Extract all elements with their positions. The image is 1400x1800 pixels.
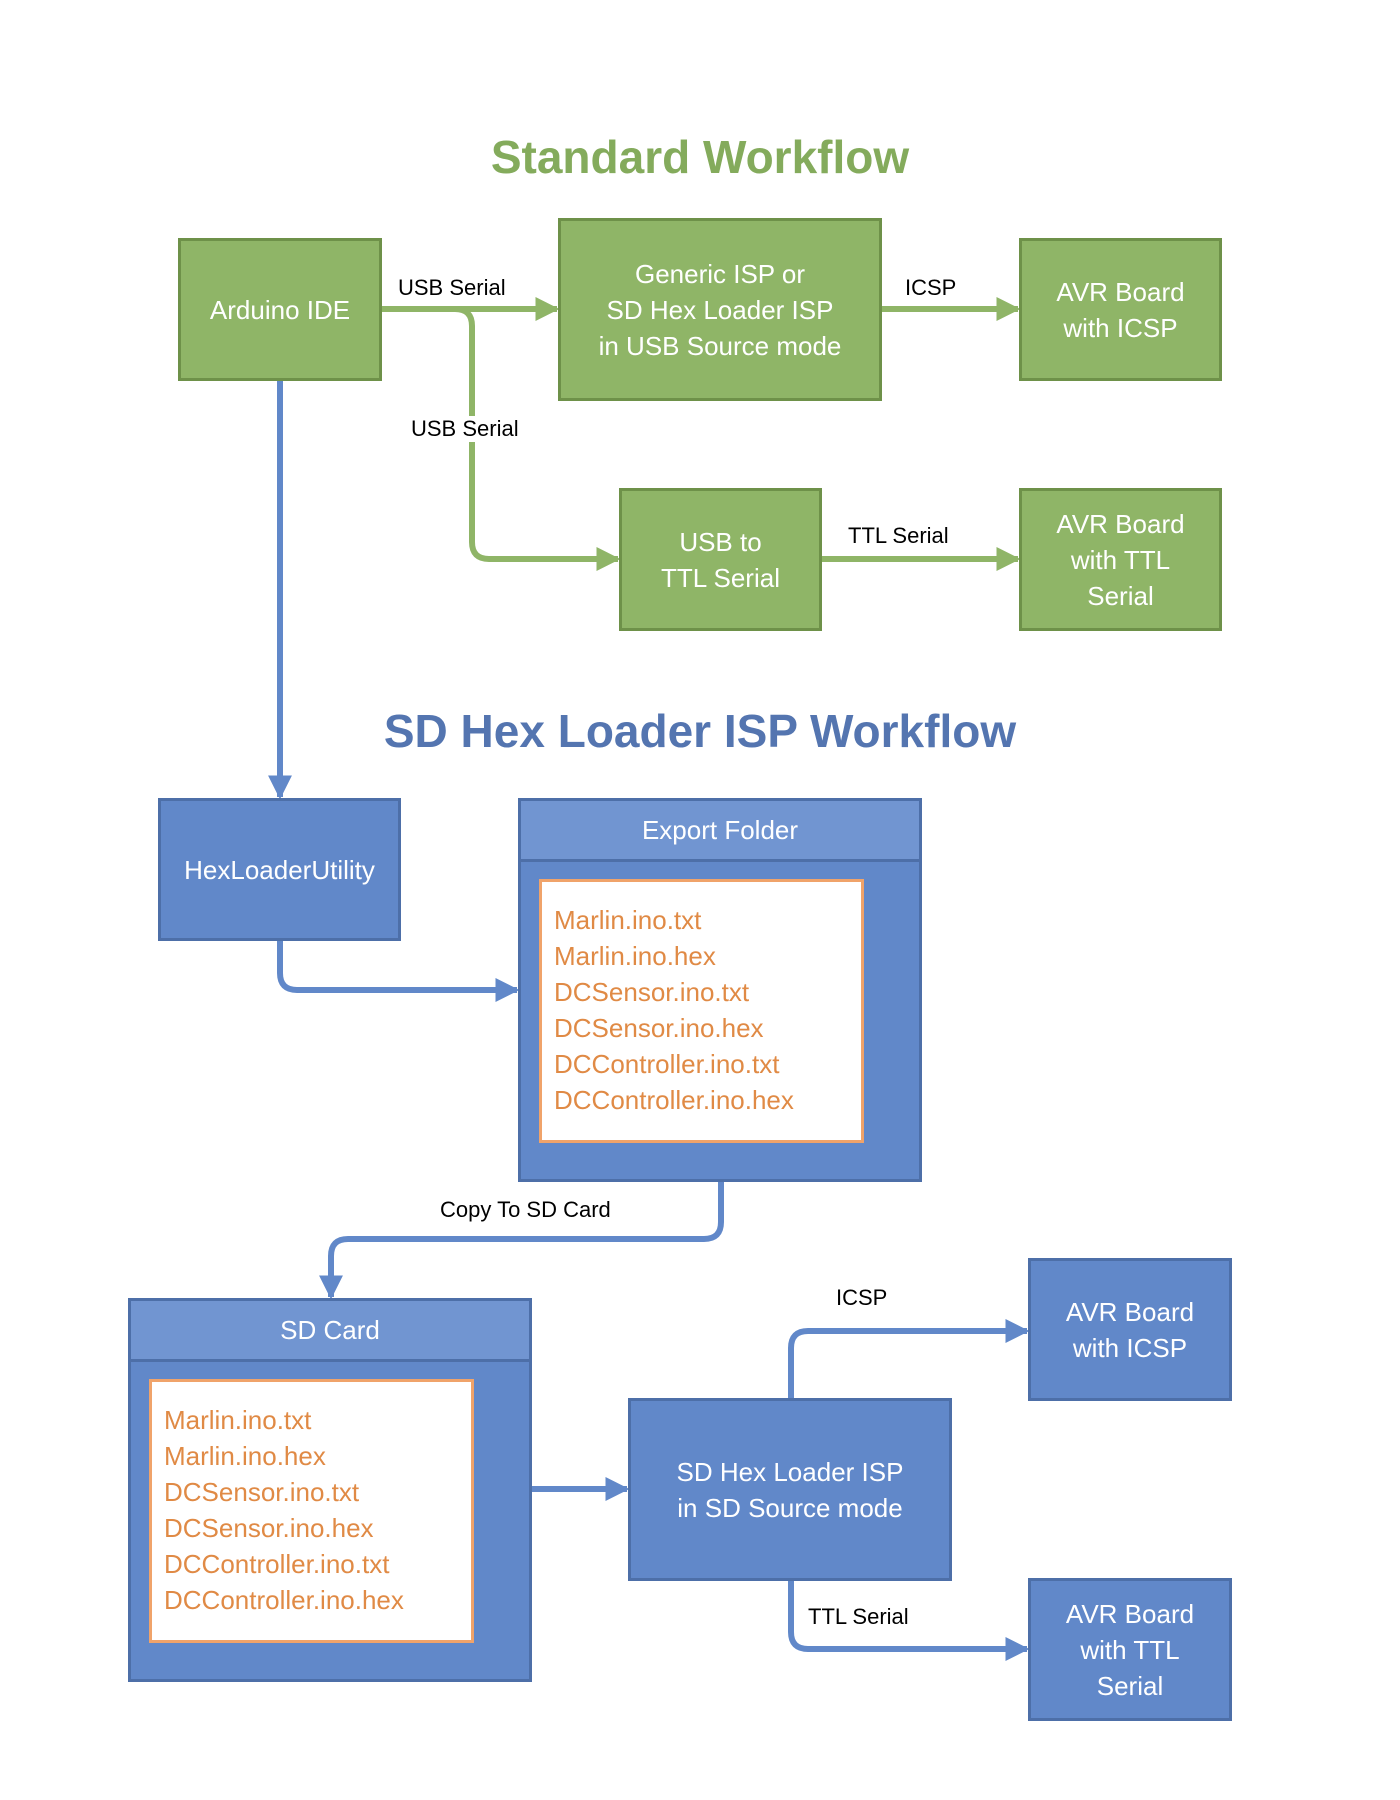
edge-label-copy-to-sd: Copy To SD Card <box>438 1197 613 1223</box>
node-hex-loader-utility[interactable]: HexLoaderUtility <box>158 798 401 941</box>
export-folder-title: Export Folder <box>521 801 919 862</box>
file-item: DCController.ino.hex <box>554 1085 794 1115</box>
file-item: Marlin.ino.hex <box>554 941 716 971</box>
file-item: Marlin.ino.txt <box>164 1405 312 1435</box>
sd-workflow-title: SD Hex Loader ISP Workflow <box>383 705 1017 757</box>
node-usb-to-ttl[interactable]: USB to TTL Serial <box>619 488 822 631</box>
node-label: SD Hex Loader ISP in SD Source mode <box>676 1456 904 1523</box>
edge-label-icsp-standard: ICSP <box>903 275 959 301</box>
node-generic-isp[interactable]: Generic ISP or SD Hex Loader ISP in USB … <box>558 218 882 401</box>
node-label: Arduino IDE <box>209 294 351 325</box>
file-item: DCController.ino.txt <box>554 1049 780 1079</box>
node-arduino-ide[interactable]: Arduino IDE <box>178 238 382 381</box>
file-item: DCController.ino.txt <box>164 1549 390 1579</box>
node-avr-icsp-standard[interactable]: AVR Board with ICSP <box>1019 238 1222 381</box>
node-label: AVR Board with ICSP <box>1065 1296 1195 1363</box>
file-item: DCController.ino.hex <box>164 1585 404 1615</box>
edge-loader-to-avr-icsp <box>788 1319 1030 1399</box>
edge-export-to-sdcard <box>319 1181 724 1300</box>
node-sd-hex-loader[interactable]: SD Hex Loader ISP in SD Source mode <box>628 1398 952 1581</box>
file-item: DCSensor.ino.txt <box>554 977 750 1007</box>
node-export-folder[interactable]: Export Folder Marlin.ino.txt Marlin.ino.… <box>518 798 922 1182</box>
file-item: DCSensor.ino.txt <box>164 1477 360 1507</box>
node-avr-ttl-standard[interactable]: AVR Board with TTL Serial <box>1019 488 1222 631</box>
edge-label-icsp-sd: ICSP <box>834 1285 890 1311</box>
standard-workflow-title: Standard Workflow <box>490 131 910 183</box>
node-label: USB to TTL Serial <box>661 526 780 593</box>
edge-hexloader-to-export <box>277 941 520 1002</box>
file-item: Marlin.ino.txt <box>554 905 702 935</box>
edge-label-usb-serial-1: USB Serial <box>396 275 508 301</box>
node-label: Generic ISP or SD Hex Loader ISP in USB … <box>598 258 842 361</box>
edge-label-ttl-serial-standard: TTL Serial <box>846 523 951 549</box>
node-label: AVR Board with ICSP <box>1056 276 1185 343</box>
file-item: DCSensor.ino.hex <box>554 1013 764 1043</box>
node-label: AVR Board with TTL Serial <box>1065 1598 1195 1701</box>
file-item: Marlin.ino.hex <box>164 1441 326 1471</box>
export-folder-file-list: Marlin.ino.txt Marlin.ino.hex DCSensor.i… <box>539 879 864 1143</box>
node-label: HexLoaderUtility <box>184 854 375 885</box>
edge-label-usb-serial-2: USB Serial <box>409 416 521 442</box>
edge-loader-to-avr-ttl <box>788 1580 1030 1661</box>
node-sd-card[interactable]: SD Card Marlin.ino.txt Marlin.ino.hex DC… <box>128 1298 532 1682</box>
node-avr-icsp-sd[interactable]: AVR Board with ICSP <box>1028 1258 1232 1401</box>
node-avr-ttl-sd[interactable]: AVR Board with TTL Serial <box>1028 1578 1232 1721</box>
node-label: AVR Board with TTL Serial <box>1056 508 1185 611</box>
file-item: DCSensor.ino.hex <box>164 1513 374 1543</box>
sd-card-file-list: Marlin.ino.txt Marlin.ino.hex DCSensor.i… <box>149 1379 474 1643</box>
sd-card-title: SD Card <box>131 1301 529 1362</box>
edge-label-ttl-serial-sd: TTL Serial <box>806 1604 911 1630</box>
